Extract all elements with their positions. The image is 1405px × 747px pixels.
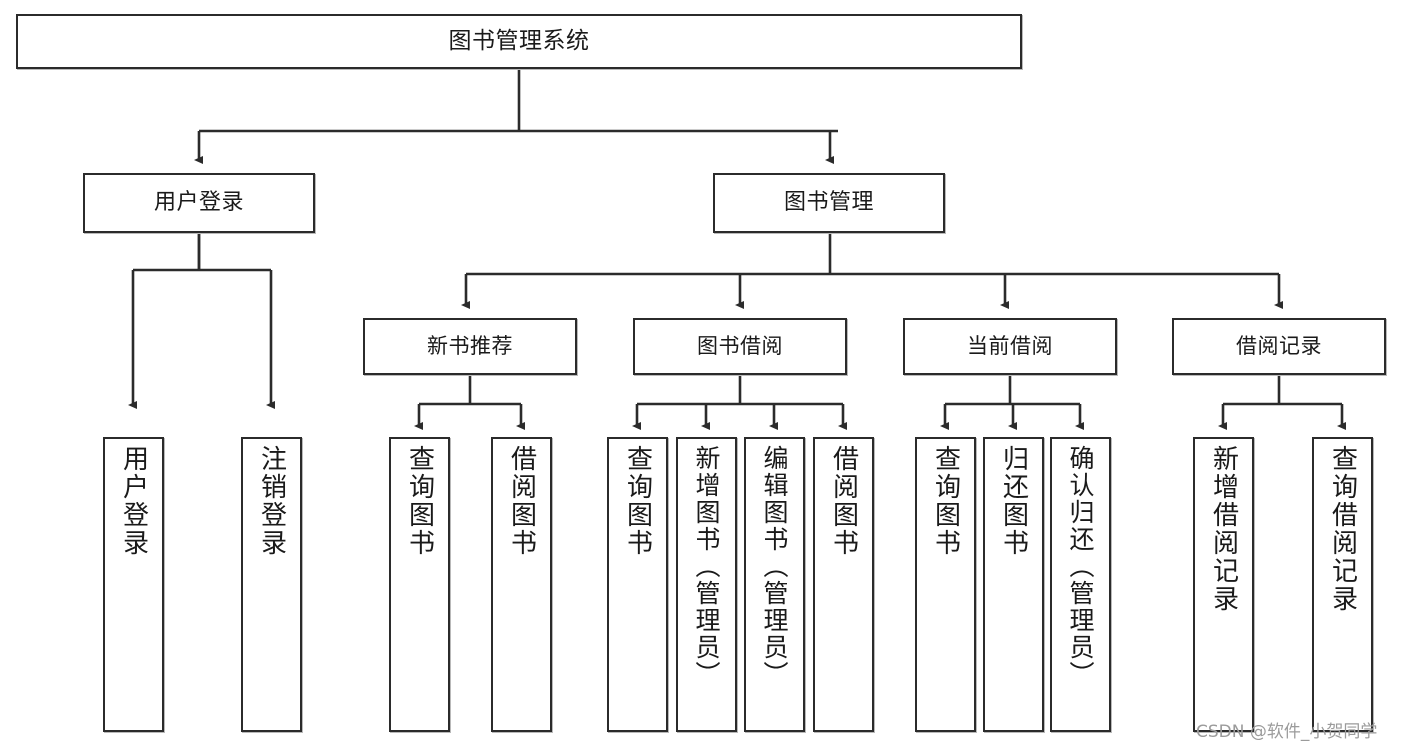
node-label: 借阅记录 [1236,334,1322,359]
node-label: 新增图书（管理员） [692,445,721,688]
csdn-watermark: CSDN @软件_小贺同学 [1196,722,1378,742]
node-label: 借阅图书 [828,445,859,557]
leaf-user-login-login[interactable]: 用户登录 [103,437,164,732]
node-label: 新书推荐 [427,334,513,359]
leaf-borrow-record-add-record[interactable]: 新增借阅记录 [1193,437,1254,732]
node-label: 图书管理 [783,190,874,216]
node-label: 查询借阅记录 [1327,445,1358,613]
node-book-management[interactable]: 图书管理 [713,173,945,233]
node-label: 确认归还（管理员） [1066,445,1095,688]
node-borrow-record[interactable]: 借阅记录 [1172,318,1386,375]
node-label: 用户登录 [118,445,149,557]
node-current-borrow[interactable]: 当前借阅 [903,318,1117,375]
node-book-borrow[interactable]: 图书借阅 [633,318,847,375]
leaf-user-login-logout[interactable]: 注销登录 [241,437,302,732]
leaf-borrow-record-query-record[interactable]: 查询借阅记录 [1312,437,1373,732]
leaf-new-book-query-book[interactable]: 查询图书 [389,437,450,732]
node-label: 图书借阅 [697,334,783,359]
leaf-current-borrow-return-book[interactable]: 归还图书 [983,437,1044,732]
node-root-system[interactable]: 图书管理系统 [16,14,1022,69]
leaf-book-borrow-query-book[interactable]: 查询图书 [607,437,668,732]
leaf-current-borrow-query-book[interactable]: 查询图书 [915,437,976,732]
node-new-book-recommend[interactable]: 新书推荐 [363,318,577,375]
node-label: 编辑图书（管理员） [760,445,789,688]
node-label: 注销登录 [256,445,287,557]
node-user-login[interactable]: 用户登录 [83,173,315,233]
node-label: 查询图书 [930,445,961,557]
leaf-current-borrow-confirm-return-admin[interactable]: 确认归还（管理员） [1050,437,1111,732]
node-label: 图书管理系统 [448,28,590,55]
node-label: 借阅图书 [506,445,537,557]
leaf-book-borrow-add-book-admin[interactable]: 新增图书（管理员） [676,437,737,732]
leaf-new-book-borrow-book[interactable]: 借阅图书 [491,437,552,732]
node-label: 当前借阅 [967,334,1053,359]
node-label: 查询图书 [404,445,435,557]
node-label: 用户登录 [153,190,244,216]
leaf-book-borrow-borrow-book[interactable]: 借阅图书 [813,437,874,732]
leaf-book-borrow-edit-book-admin[interactable]: 编辑图书（管理员） [744,437,805,732]
node-label: 归还图书 [998,445,1029,557]
node-label: 查询图书 [622,445,653,557]
node-label: 新增借阅记录 [1208,445,1239,613]
